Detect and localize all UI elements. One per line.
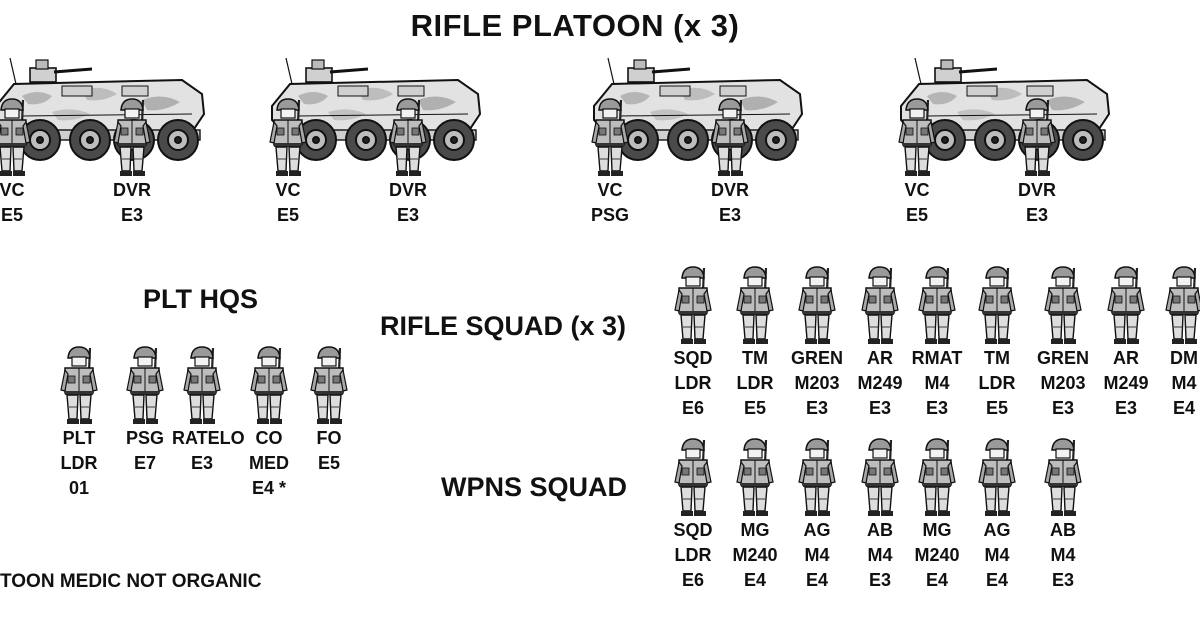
personnel-position: PSG E7 <box>115 344 175 476</box>
soldier-icon <box>918 437 956 516</box>
soldier-icon <box>591 97 629 176</box>
position-label: VC E5 <box>0 180 25 225</box>
soldier-icon <box>1018 97 1056 176</box>
personnel-position: FO E5 <box>299 344 359 476</box>
soldier-icon <box>1165 265 1200 344</box>
position-label: AB M4 E3 <box>867 520 893 590</box>
position-label: AR M249 E3 <box>1103 348 1149 418</box>
personnel-position: SQD LDR E6 <box>663 264 723 421</box>
soldier-icon <box>978 437 1016 516</box>
position-label: AG M4 E4 <box>803 520 831 590</box>
soldier-icon <box>861 437 899 516</box>
personnel-position: VC E5 <box>258 96 318 228</box>
personnel-position: PLT LDR 01 <box>49 344 109 501</box>
position-label: PLT LDR 01 <box>60 428 98 498</box>
personnel-position: TM LDR E5 <box>725 264 785 421</box>
soldier-icon <box>1044 437 1082 516</box>
soldier-icon <box>918 265 956 344</box>
soldier-icon <box>898 97 936 176</box>
position-label: MG M240 E4 <box>914 520 960 590</box>
position-label: VC PSG <box>590 180 629 225</box>
position-label: GREN M203 E3 <box>1036 348 1089 418</box>
medic-note: TOON MEDIC NOT ORGANIC <box>0 571 262 592</box>
position-label: RMAT M4 E3 <box>911 348 963 418</box>
soldier-icon <box>1044 265 1082 344</box>
soldier-icon <box>113 97 151 176</box>
position-label: AB M4 E3 <box>1050 520 1076 590</box>
position-label: MG M240 E4 <box>732 520 778 590</box>
personnel-position: AG M4 E4 <box>967 436 1027 593</box>
position-label: DVR E3 <box>112 180 151 225</box>
soldier-icon <box>861 265 899 344</box>
personnel-position: AB M4 E3 <box>850 436 910 593</box>
personnel-position: DVR E3 <box>378 96 438 228</box>
personnel-position: AR M249 E3 <box>850 264 910 421</box>
soldier-icon <box>310 345 348 424</box>
position-label: TM LDR E5 <box>736 348 774 418</box>
position-label: FO E5 <box>316 428 342 473</box>
soldier-icon <box>798 437 836 516</box>
soldier-icon <box>250 345 288 424</box>
personnel-position: GREN M203 E3 <box>1033 264 1093 421</box>
soldier-icon <box>711 97 749 176</box>
soldier-icon <box>674 437 712 516</box>
personnel-position: DVR E3 <box>102 96 162 228</box>
personnel-position: TM LDR E5 <box>967 264 1027 421</box>
personnel-position: VC PSG <box>580 96 640 228</box>
plt-hqs-title: PLT HQS <box>143 284 259 314</box>
position-label: AG M4 E4 <box>983 520 1011 590</box>
personnel-position: CO MED E4 * <box>239 344 299 501</box>
position-label: VC E5 <box>275 180 301 225</box>
position-label: DVR E3 <box>710 180 749 225</box>
soldier-icon <box>1107 265 1145 344</box>
personnel-position: AG M4 E4 <box>787 436 847 593</box>
personnel-position: SQD LDR E6 <box>663 436 723 593</box>
position-label: RATELO E3 <box>172 428 245 473</box>
soldier-icon <box>183 345 221 424</box>
position-label: SQD LDR E6 <box>673 520 713 590</box>
soldier-icon <box>126 345 164 424</box>
personnel-position: VC E5 <box>887 96 947 228</box>
soldier-icon <box>269 97 307 176</box>
position-label: DVR E3 <box>388 180 427 225</box>
personnel-position: MG M240 E4 <box>907 436 967 593</box>
personnel-position: DVR E3 <box>700 96 760 228</box>
personnel-position: GREN M203 E3 <box>787 264 847 421</box>
page-title: RIFLE PLATOON (x 3) <box>410 8 740 43</box>
personnel-position: RMAT M4 E3 <box>907 264 967 421</box>
soldier-icon <box>60 345 98 424</box>
personnel-position: AR M249 E3 <box>1096 264 1156 421</box>
position-label: CO MED E4 * <box>249 428 289 498</box>
position-label: VC E5 <box>904 180 930 225</box>
personnel-position: MG M240 E4 <box>725 436 785 593</box>
personnel-position: AB M4 E3 <box>1033 436 1093 593</box>
position-label: GREN M203 E3 <box>790 348 843 418</box>
soldier-icon <box>0 97 31 176</box>
position-label: DM M4 E4 <box>1170 348 1198 418</box>
position-label: PSG E7 <box>125 428 164 473</box>
personnel-position: RATELO E3 <box>172 344 245 476</box>
position-label: TM LDR E5 <box>978 348 1016 418</box>
wpns-squad-title: WPNS SQUAD <box>441 472 628 502</box>
rifle-squad-title: RIFLE SQUAD (x 3) <box>380 311 627 341</box>
position-label: DVR E3 <box>1017 180 1056 225</box>
soldier-icon <box>674 265 712 344</box>
position-label: AR M249 E3 <box>857 348 903 418</box>
personnel-position: DM M4 E4 <box>1154 264 1200 421</box>
soldier-icon <box>736 265 774 344</box>
soldier-icon <box>798 265 836 344</box>
soldier-icon <box>736 437 774 516</box>
soldier-icon <box>978 265 1016 344</box>
soldier-icon <box>389 97 427 176</box>
personnel-position: VC E5 <box>0 96 42 228</box>
position-label: SQD LDR E6 <box>673 348 713 418</box>
personnel-position: DVR E3 <box>1007 96 1067 228</box>
